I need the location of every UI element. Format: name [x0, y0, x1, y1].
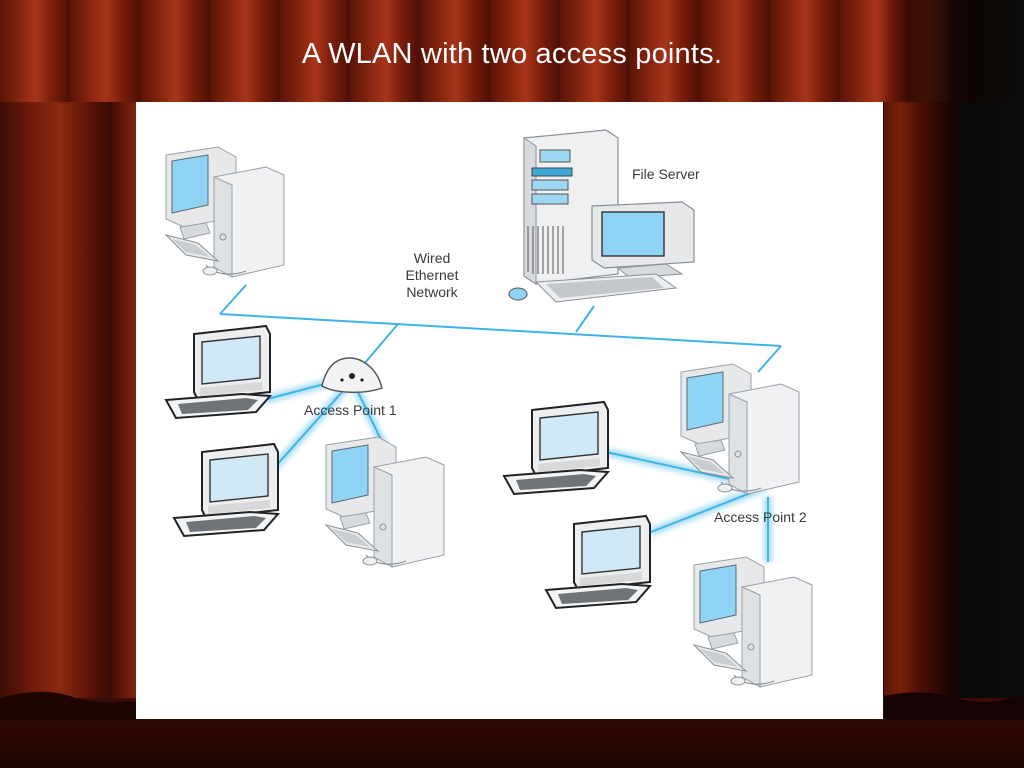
- wired-ethernet-lines: [219, 284, 782, 373]
- wired-label-line-1: Wired: [413, 250, 451, 266]
- laptop-ap1-top: [165, 325, 271, 419]
- desktop-computer-ap1: [325, 436, 445, 568]
- wired-ethernet-network-label: Wired Ethernet Network: [402, 250, 462, 301]
- desktop-computer-ap2-bottom: [693, 556, 813, 688]
- curtain-hem: [0, 691, 1024, 720]
- access-point-1-label: Access Point 1: [304, 402, 397, 418]
- file-server-label: File Server: [632, 166, 700, 182]
- slide-title: A WLAN with two access points.: [301, 38, 723, 70]
- laptop-ap2-top: [503, 401, 609, 495]
- laptop-ap2-bottom: [545, 515, 651, 609]
- file-server: [508, 129, 695, 303]
- laptop-ap1-bottom: [173, 443, 279, 537]
- diagram-panel: File Server Wired Ethernet Network Acces…: [136, 102, 883, 719]
- access-point-2-label: Access Point 2: [714, 509, 807, 525]
- wlan-diagram: [165, 129, 813, 688]
- desktop-computer-top-left: [165, 146, 285, 278]
- curtain-top: [0, 0, 1024, 102]
- access-point-1-device: [321, 357, 383, 393]
- wired-label-line-2: Ethernet: [405, 267, 459, 283]
- wired-label-line-3: Network: [406, 284, 458, 300]
